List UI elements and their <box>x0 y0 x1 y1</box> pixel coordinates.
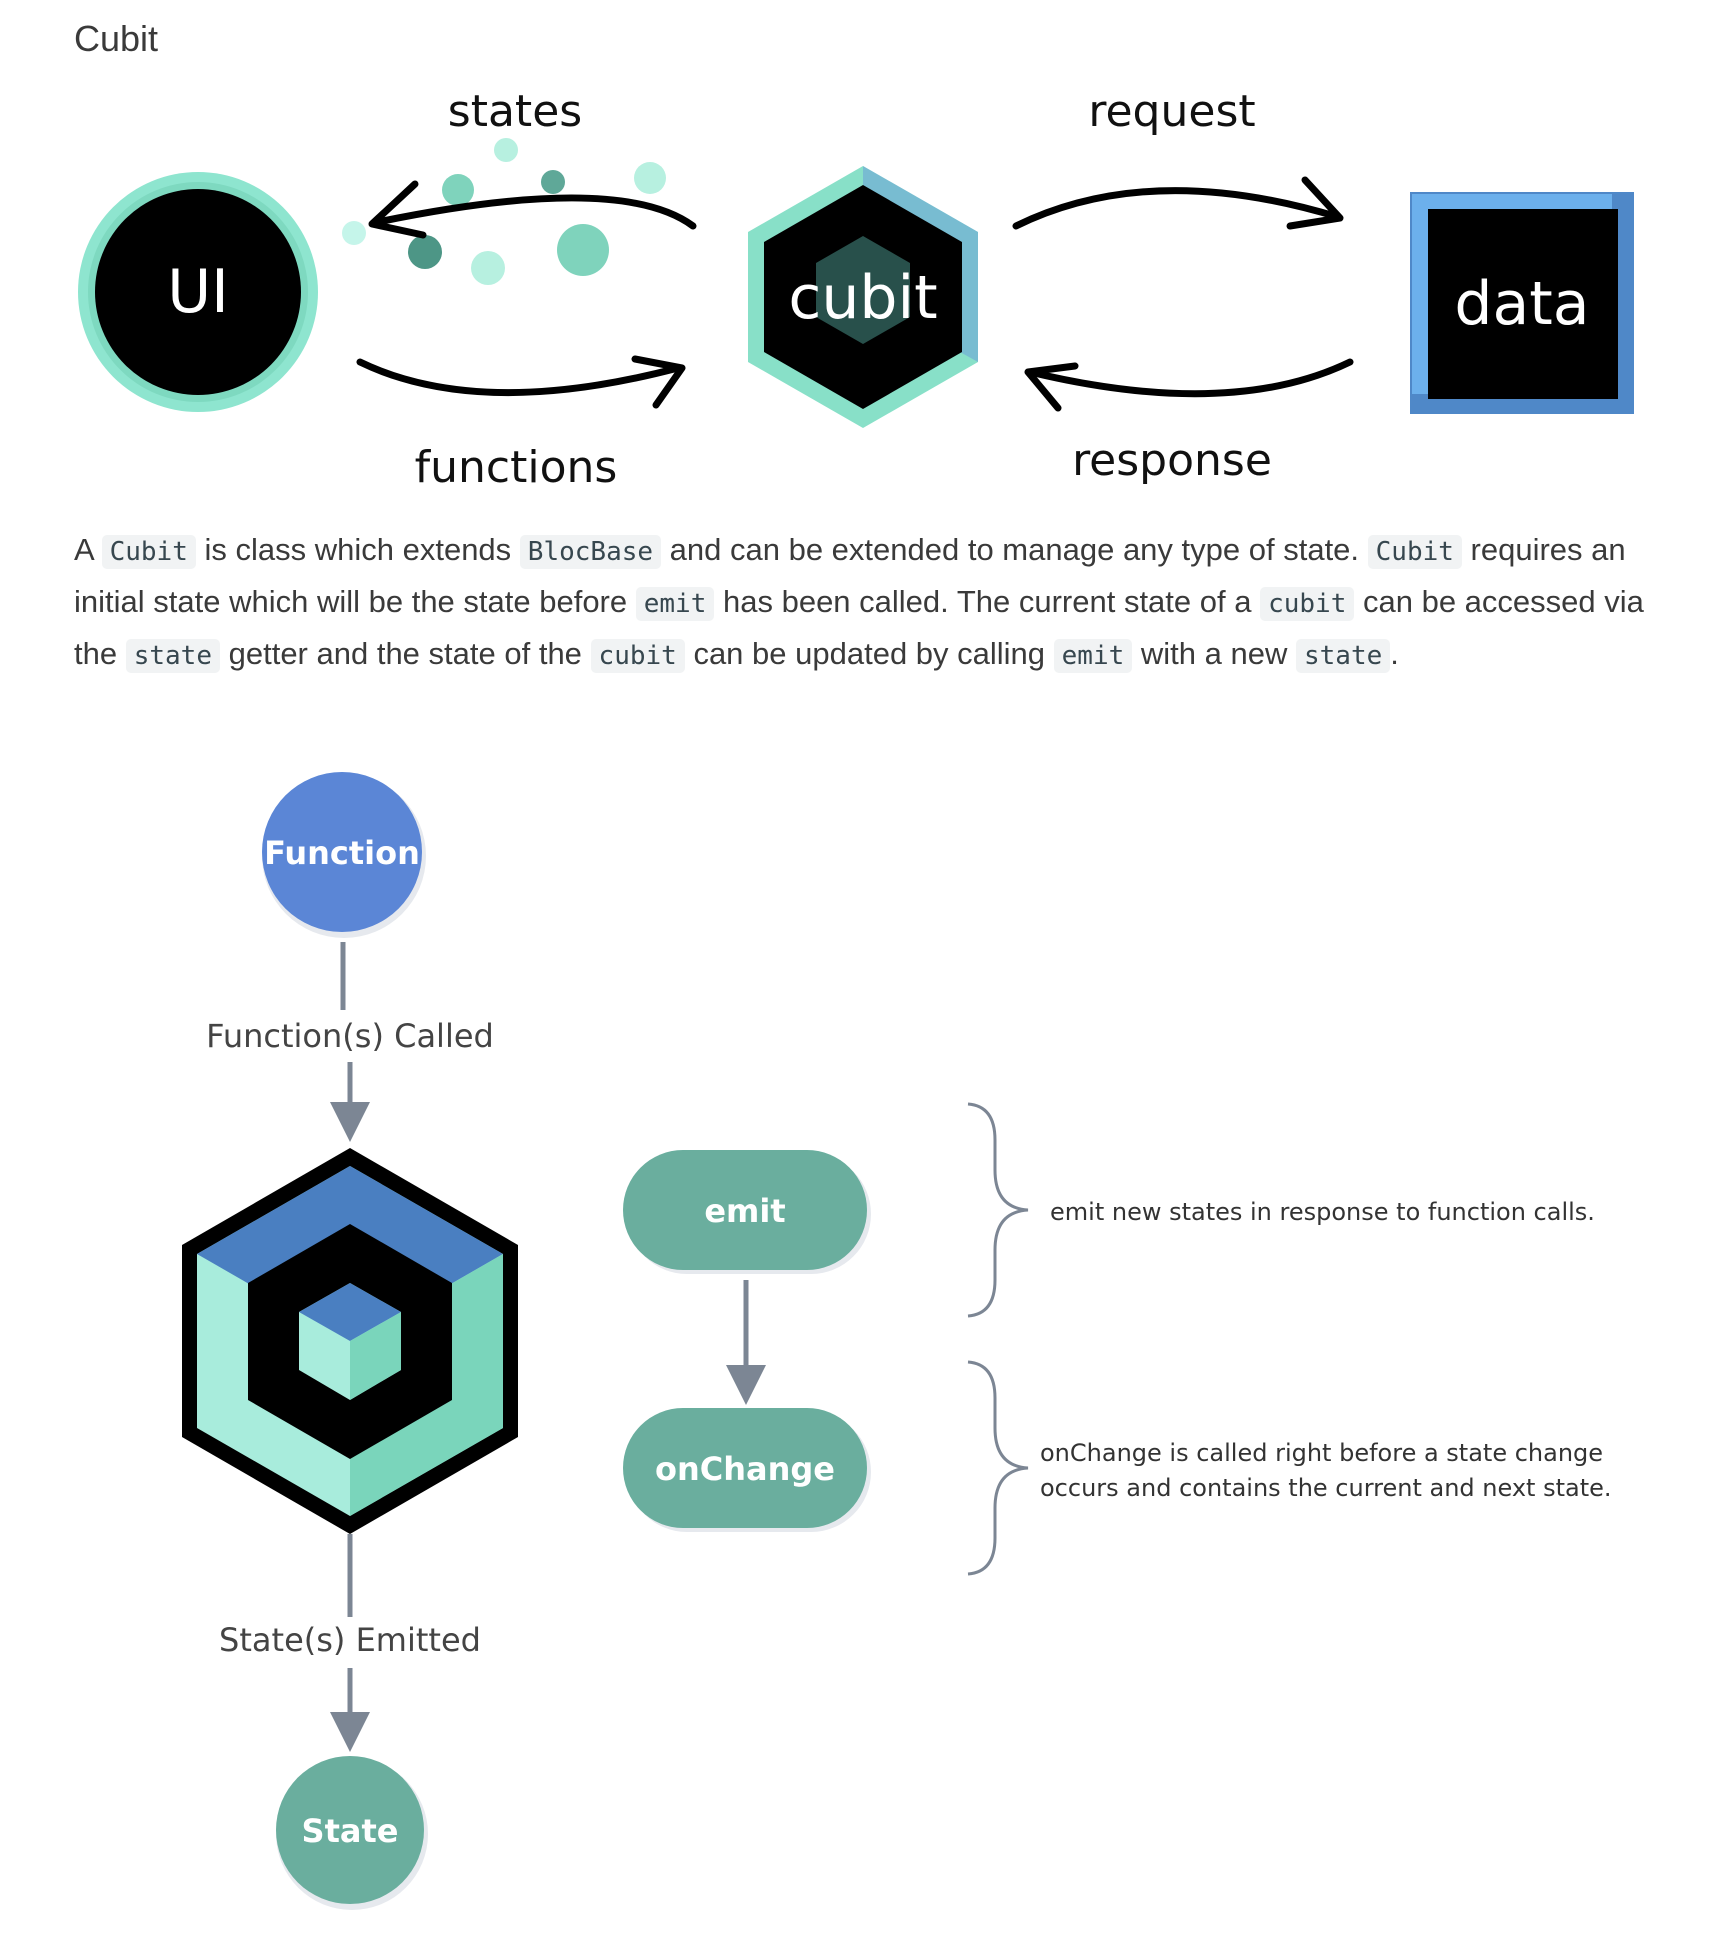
text-span: is class which extends <box>195 532 520 567</box>
states-arrow <box>368 180 697 239</box>
text-span: . <box>1390 636 1399 671</box>
request-label: request <box>1088 86 1255 137</box>
inline-code: cubit <box>590 639 685 673</box>
states-label: states <box>448 86 582 137</box>
functions-called-label: Function(s) Called <box>206 1017 494 1055</box>
response-arrow <box>1024 358 1354 412</box>
text-span: can be accessed via the <box>74 584 1644 671</box>
cubit-description: A Cubit is class which extends BlocBase … <box>74 525 1674 681</box>
function-node-label: Function <box>264 834 420 872</box>
ui-label: UI <box>167 257 229 327</box>
bloc-hexagon <box>182 1148 518 1534</box>
onchange-brace <box>967 1360 1029 1576</box>
text-span: with a new <box>1132 636 1296 671</box>
text-span: and can be extended to manage any type o… <box>661 532 1368 567</box>
data-node: data <box>1410 192 1634 414</box>
inline-code: Cubit <box>1367 535 1462 569</box>
inline-code: state <box>125 639 220 673</box>
emit-node: emit <box>623 1150 871 1274</box>
onchange-node: onChange <box>623 1408 871 1532</box>
inline-code: BlocBase <box>519 535 662 569</box>
request-arrow <box>1012 176 1344 230</box>
text-span: A <box>74 532 102 567</box>
page-heading: Cubit <box>74 18 159 59</box>
state-node: State <box>276 1756 428 1910</box>
inline-code: state <box>1295 639 1391 673</box>
cubit-label: cubit <box>788 263 937 333</box>
inline-code: emit <box>1053 639 1133 673</box>
cubit-node: cubit <box>748 166 978 428</box>
text-span: requires an initial state which will be … <box>74 532 1626 619</box>
state-dots <box>342 138 666 285</box>
functions-label: functions <box>415 442 618 493</box>
onchange-description-line2: occurs and contains the current and next… <box>1040 1474 1612 1502</box>
onchange-description-line1: onChange is called right before a state … <box>1040 1439 1603 1467</box>
function-node: Function <box>262 772 426 938</box>
onchange-node-label: onChange <box>655 1450 835 1488</box>
states-emitted-label: State(s) Emitted <box>219 1621 481 1659</box>
inline-code: cubit <box>1260 587 1355 621</box>
inline-code: Cubit <box>101 535 196 569</box>
response-label: response <box>1072 435 1272 486</box>
emit-description: emit new states in response to function … <box>1050 1198 1595 1226</box>
emit-brace <box>967 1102 1029 1318</box>
state-node-label: State <box>302 1812 399 1850</box>
text-span: has been called. The current state of a <box>714 584 1261 619</box>
data-label: data <box>1454 269 1589 339</box>
text-span: can be updated by calling <box>684 636 1054 671</box>
inline-code: emit <box>635 587 715 621</box>
text-span: getter and the state of the <box>220 636 591 671</box>
ui-node: UI <box>78 172 318 412</box>
emit-node-label: emit <box>704 1192 785 1230</box>
functions-arrow <box>356 355 686 409</box>
